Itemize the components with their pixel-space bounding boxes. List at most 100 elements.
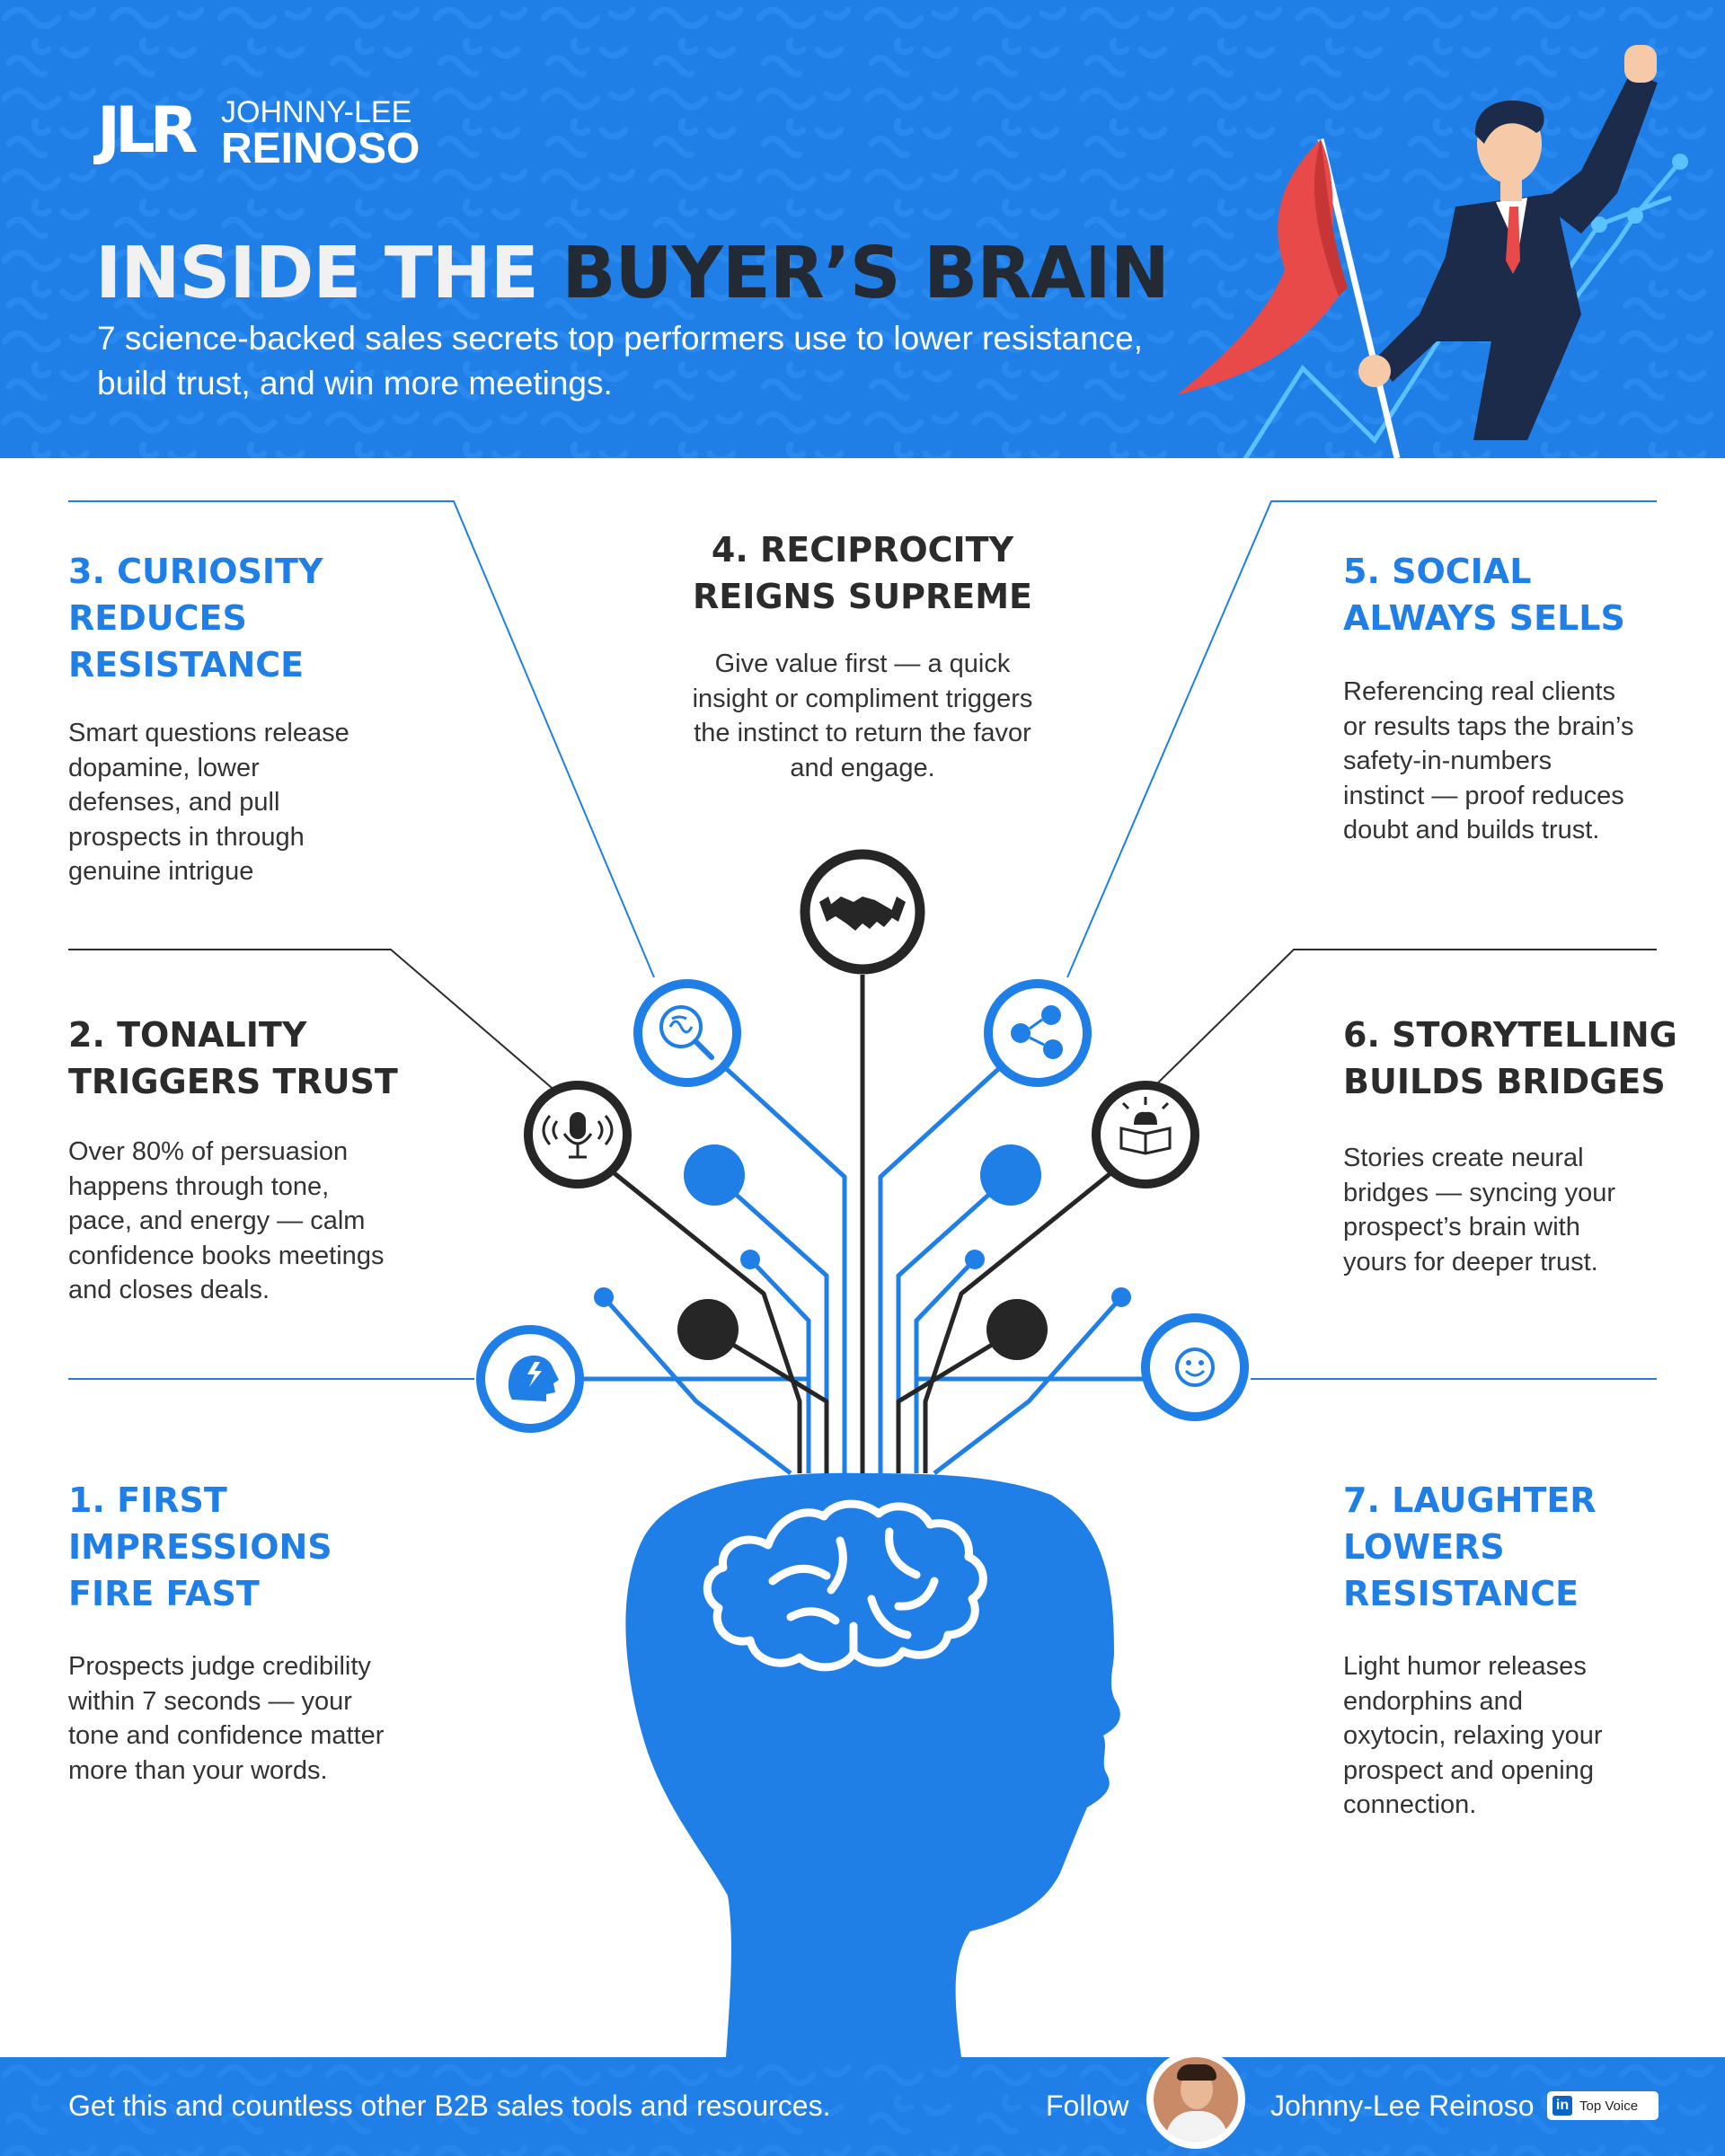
section-4-body: Give value first — a quick insight or co… bbox=[593, 647, 1132, 785]
section-2-body-line: and closes deals. bbox=[68, 1276, 270, 1304]
section-4-body-line: the instinct to return the favor bbox=[694, 719, 1031, 747]
section-2-title-line: TRIGGERS TRUST bbox=[68, 1062, 398, 1101]
logo-name-line-1: JOHNNY-LEE bbox=[221, 95, 412, 129]
section-5-title-line: 5. SOCIAL bbox=[1343, 552, 1532, 591]
head-lightning-icon bbox=[476, 1325, 584, 1433]
avatar-hair bbox=[1177, 2064, 1216, 2081]
book-brain-icon bbox=[1092, 1081, 1199, 1188]
section-5-title: 5. SOCIAL ALWAYS SELLS bbox=[1343, 548, 1625, 641]
section-5-body-line: doubt and builds trust. bbox=[1343, 816, 1600, 844]
section-7-body-line: oxytocin, relaxing your bbox=[1343, 1721, 1603, 1750]
section-1-body-line: Prospects judge credibility bbox=[68, 1652, 371, 1681]
footer-bar: Get this and countless other B2B sales t… bbox=[0, 2057, 1725, 2156]
page-title: INSIDE THE BUYER’S BRAIN bbox=[95, 232, 1170, 314]
section-6-title: 6. STORYTELLING BUILDS BRIDGES bbox=[1343, 1012, 1677, 1105]
section-7-body-line: prospect and opening bbox=[1343, 1755, 1594, 1785]
brain-diagram bbox=[68, 500, 1657, 2057]
head-silhouette bbox=[625, 1472, 1120, 2057]
section-1-body-line: within 7 seconds — your bbox=[68, 1686, 352, 1716]
section-1-body: Prospects judge credibility within 7 sec… bbox=[68, 1649, 464, 1788]
header-banner: JLR JOHNNY-LEE REINOSO INSIDE THE BUYER’… bbox=[0, 0, 1725, 458]
footer-cta-text: Get this and countless other B2B sales t… bbox=[68, 2090, 831, 2122]
section-7-title-line: 7. LAUGHTER bbox=[1343, 1480, 1597, 1520]
callout-line-3 bbox=[68, 500, 655, 978]
section-2-body: Over 80% of persuasion happens through t… bbox=[68, 1135, 464, 1308]
section-2-body-line: happens through tone, bbox=[68, 1171, 330, 1201]
handshake-icon bbox=[800, 849, 925, 975]
section-5-body-line: instinct — proof reduces bbox=[1343, 781, 1624, 810]
section-4-body-line: Give value first — a quick bbox=[714, 649, 1011, 678]
title-part-2: BUYER’S BRAIN bbox=[562, 232, 1169, 314]
section-5-body-line: safety-in-numbers bbox=[1343, 747, 1552, 775]
follow-label[interactable]: Follow bbox=[1046, 2090, 1129, 2122]
section-3-body-line: Smart questions release bbox=[68, 719, 349, 747]
section-6-title-line: 6. STORYTELLING bbox=[1343, 1015, 1677, 1055]
section-2-body-line: pace, and energy — calm bbox=[68, 1206, 366, 1235]
section-4-body-line: and engage. bbox=[790, 753, 935, 782]
section-6-body-line: Stories create neural bbox=[1343, 1144, 1584, 1172]
avatar[interactable] bbox=[1146, 2050, 1245, 2149]
section-1-title-line: FIRE FAST bbox=[68, 1574, 260, 1613]
section-7-title-line: LOWERS bbox=[1343, 1527, 1505, 1567]
section-2-title-line: 2. TONALITY bbox=[68, 1015, 307, 1055]
section-2-body-line: confidence books meetings bbox=[68, 1241, 385, 1270]
section-1-title: 1. FIRST IMPRESSIONS FIRE FAST bbox=[68, 1477, 332, 1617]
section-7-title: 7. LAUGHTER LOWERS RESISTANCE bbox=[1343, 1477, 1597, 1617]
section-6-body: Stories create neural bridges — syncing … bbox=[1343, 1141, 1703, 1279]
section-7-title-line: RESISTANCE bbox=[1343, 1574, 1579, 1613]
section-2-body-line: Over 80% of persuasion bbox=[68, 1137, 349, 1166]
section-3-title: 3. CURIOSITY REDUCES RESISTANCE bbox=[68, 548, 323, 688]
circuit-nodes bbox=[594, 1144, 1131, 1360]
brain-icon bbox=[703, 1499, 987, 1672]
section-5-body-line: or results taps the brain’s bbox=[1343, 711, 1634, 741]
brain-magnifier-icon bbox=[633, 979, 741, 1087]
badge-text: Top Voice bbox=[1579, 2098, 1639, 2114]
section-6-body-line: bridges — syncing your bbox=[1343, 1178, 1616, 1207]
avatar-photo bbox=[1154, 2057, 1238, 2142]
section-1-body-line: tone and confidence matter bbox=[68, 1721, 385, 1750]
section-5-body-line: Referencing real clients bbox=[1343, 677, 1616, 706]
section-7-body-line: connection. bbox=[1343, 1790, 1477, 1819]
section-7-body-line: Light humor releases bbox=[1343, 1652, 1587, 1681]
author-name-link[interactable]: Johnny-Lee Reinoso bbox=[1270, 2090, 1535, 2122]
header-pattern bbox=[0, 0, 1725, 458]
section-1-body-line: more than your words. bbox=[68, 1755, 328, 1785]
subtitle: 7 science-backed sales secrets top perfo… bbox=[97, 320, 1143, 402]
section-4-title-line: 4. RECIPROCITY bbox=[711, 530, 1014, 570]
callout-line-6 bbox=[1147, 949, 1657, 1093]
section-1-title-line: IMPRESSIONS bbox=[68, 1527, 332, 1567]
logo-name-line-2: REINOSO bbox=[221, 125, 420, 172]
section-3-title-line: REDUCES bbox=[68, 598, 247, 638]
section-3-title-line: 3. CURIOSITY bbox=[68, 552, 323, 591]
network-people-icon bbox=[984, 979, 1092, 1087]
section-5-title-line: ALWAYS SELLS bbox=[1343, 598, 1625, 638]
smiley-icon bbox=[1141, 1313, 1249, 1421]
logo-mark: JLR bbox=[97, 93, 199, 167]
section-3-body-line: dopamine, lower bbox=[68, 753, 260, 782]
callout-line-2 bbox=[68, 949, 558, 1093]
section-4-title-line: REIGNS SUPREME bbox=[692, 577, 1032, 616]
hero-businessman-illustration bbox=[1177, 45, 1688, 458]
section-3-body-line: prospects in through bbox=[68, 822, 305, 852]
section-3-body-line: genuine intrigue bbox=[68, 857, 254, 886]
section-4-title: 4. RECIPROCITY REIGNS SUPREME bbox=[593, 526, 1132, 620]
section-4-body-line: insight or compliment triggers bbox=[692, 684, 1033, 713]
linkedin-top-voice-badge[interactable]: in Top Voice bbox=[1547, 2091, 1659, 2120]
section-6-body-line: yours for deeper trust. bbox=[1343, 1247, 1598, 1277]
section-5-body: Referencing real clients or results taps… bbox=[1343, 675, 1703, 848]
title-part-1: INSIDE THE bbox=[95, 232, 539, 314]
section-7-body: Light humor releases endorphins and oxyt… bbox=[1343, 1649, 1703, 1823]
section-6-body-line: prospect’s brain with bbox=[1343, 1213, 1580, 1241]
section-3-title-line: RESISTANCE bbox=[68, 645, 305, 685]
section-3-body-line: defenses, and pull bbox=[68, 788, 280, 817]
section-3-body: Smart questions release dopamine, lower … bbox=[68, 716, 464, 889]
section-2-title: 2. TONALITY TRIGGERS TRUST bbox=[68, 1012, 398, 1105]
linkedin-icon: in bbox=[1552, 2096, 1572, 2116]
microphone-icon bbox=[524, 1081, 632, 1188]
avatar-shirt bbox=[1166, 2111, 1227, 2142]
callout-line-5 bbox=[1066, 500, 1657, 978]
section-1-title-line: 1. FIRST bbox=[68, 1480, 227, 1520]
section-7-body-line: endorphins and bbox=[1343, 1686, 1523, 1716]
footer-pattern bbox=[0, 2057, 1725, 2156]
section-6-title-line: BUILDS BRIDGES bbox=[1343, 1062, 1666, 1101]
